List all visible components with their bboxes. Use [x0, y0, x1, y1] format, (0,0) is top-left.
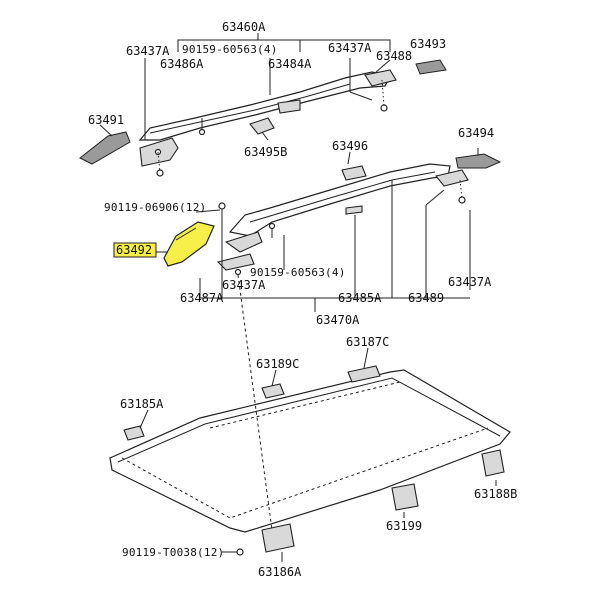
leader-63460A — [177, 39, 391, 46]
roof-panel — [109, 274, 511, 562]
clip-63185A — [123, 425, 145, 441]
label-63460A: 63460A — [222, 20, 266, 34]
label-63437A-4: 63437A — [448, 275, 492, 289]
middle-rail — [228, 163, 451, 237]
label-63186A: 63186A — [258, 565, 302, 579]
part-63495B — [249, 117, 275, 135]
roof-outline — [109, 369, 511, 533]
label-63487A: 63487A — [180, 291, 224, 305]
label-63492: 63492 — [116, 243, 152, 257]
part-63199 — [391, 483, 419, 511]
label-63491: 63491 — [88, 113, 124, 127]
part-63484A — [277, 99, 301, 114]
cover-63493 — [415, 59, 447, 75]
label-63495B: 63495B — [244, 145, 287, 159]
clip-63188B — [481, 449, 505, 477]
label-63486A: 63486A — [160, 57, 204, 71]
label-63437A-1: 63437A — [126, 44, 170, 58]
label-63189C: 63189C — [256, 357, 299, 371]
end-cover-63492[interactable] — [163, 221, 215, 267]
label-63485A: 63485A — [338, 291, 382, 305]
highlight-box-63492 — [113, 242, 157, 258]
label-63484A: 63484A — [268, 57, 312, 71]
bracket-63488 — [364, 69, 397, 87]
label-63494: 63494 — [458, 126, 494, 140]
part-63496 — [341, 165, 367, 181]
cover-63491 — [79, 131, 131, 165]
label-90159-60563-mid: 90159-60563(4) — [250, 266, 346, 279]
label-63199: 63199 — [386, 519, 422, 533]
label-63437A-3: 63437A — [222, 278, 266, 292]
middle-rail-assembly — [152, 148, 502, 312]
label-90119-T0038: 90119-T0038(12) — [122, 546, 224, 559]
label-63488: 63488 — [376, 49, 412, 63]
label-63496: 63496 — [332, 139, 368, 153]
clip-63187C — [347, 365, 381, 383]
bracket-63489 — [435, 169, 469, 187]
top-rail-assembly — [79, 33, 447, 177]
clip-63189C — [261, 383, 285, 399]
label-63188B: 63188B — [474, 487, 517, 501]
bracket-63487A — [224, 231, 263, 253]
label-63470A: 63470A — [316, 313, 360, 327]
cover-63494 — [455, 153, 502, 169]
part-63485A — [345, 205, 363, 215]
label-63185A: 63185A — [120, 397, 164, 411]
clip-63186A — [261, 523, 295, 553]
label-63489: 63489 — [408, 291, 444, 305]
label-63493: 63493 — [410, 37, 446, 51]
label-90159-60563-top: 90159-60563(4) — [182, 43, 278, 56]
label-63187C: 63187C — [346, 335, 389, 349]
label-90119-06906: 90119-06906(12) — [104, 201, 206, 214]
label-63437A-2: 63437A — [328, 41, 372, 55]
